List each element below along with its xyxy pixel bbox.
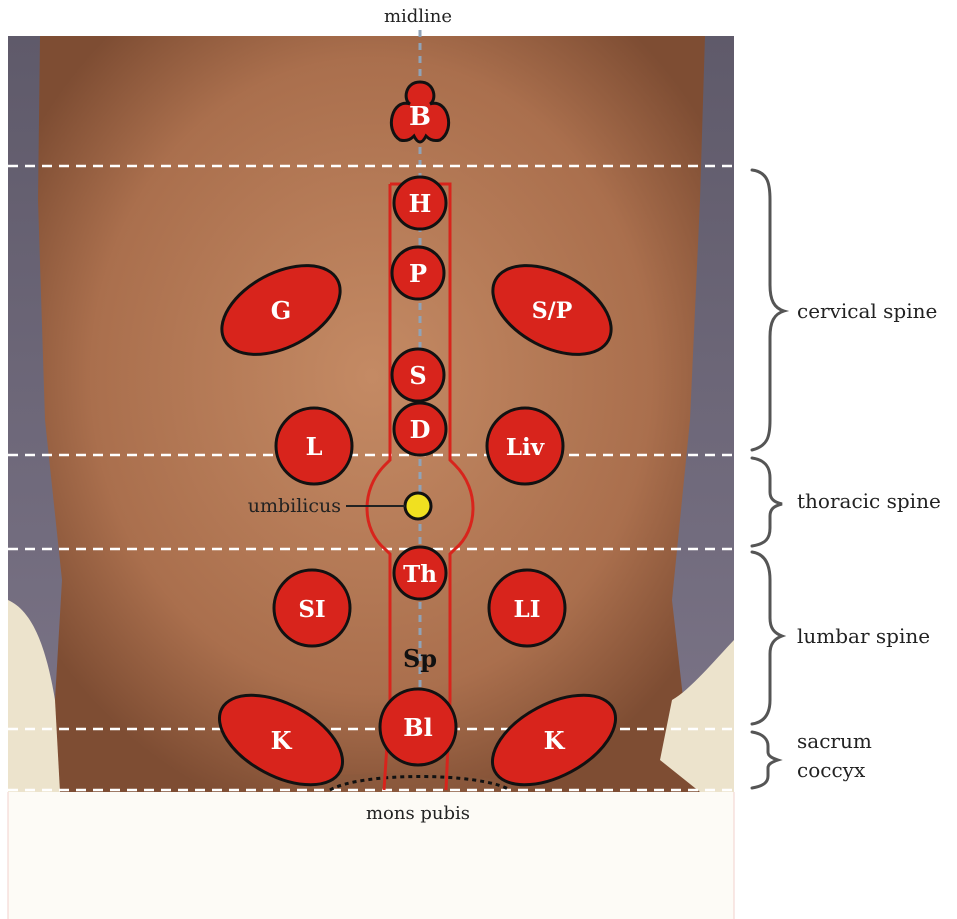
mons-pubis-label: mons pubis [366,803,470,824]
zone-kr-label: K [544,726,566,755]
zone-b-label: B [409,102,431,132]
midline-label: midline [384,6,452,27]
zone-Bl: Bl [380,689,456,765]
zone-LI: LI [489,570,565,646]
zone-Th: Th [394,547,446,599]
zone-bl-label: Bl [403,713,432,742]
zone-sp-label: S/P [532,298,572,324]
brace-thoracic [752,458,782,546]
zone-D: D [394,403,446,455]
umbilicus-label: umbilicus [248,495,341,517]
zone-Liv: Liv [487,408,563,484]
thoracic-spine-label: thoracic spine [797,489,941,513]
zone-liv-label: Liv [506,434,545,461]
zone-SI: SI [274,570,350,646]
zone-l-label: L [306,432,323,461]
zone-s-label: S [409,361,426,390]
zone-S: S [392,349,444,401]
sp-label: Sp [403,644,437,673]
sacrum-label: sacrum [797,729,872,753]
umbilicus-dot [405,493,431,519]
brace-sacrum [752,732,778,788]
zone-si-label: SI [298,596,325,623]
zone-H: H [394,177,446,229]
zone-th-label: Th [403,561,437,588]
zone-g-label: G [271,296,292,325]
zone-p-label: P [409,259,427,288]
brace-lumbar [752,552,782,724]
zone-P: P [392,247,444,299]
zone-h-label: H [409,189,432,218]
torso-photo [8,36,734,792]
coccyx-label: coccyx [797,758,866,782]
zone-kl-label: K [271,726,293,755]
zone-d-label: D [410,415,431,444]
lumbar-spine-label: lumbar spine [797,624,930,648]
torso-skin [38,36,705,792]
zone-L: L [276,408,352,484]
zone-li-label: LI [514,596,541,623]
brace-cervical [752,170,784,450]
spine-braces [752,170,784,788]
cervical-spine-label: cervical spine [797,299,937,323]
